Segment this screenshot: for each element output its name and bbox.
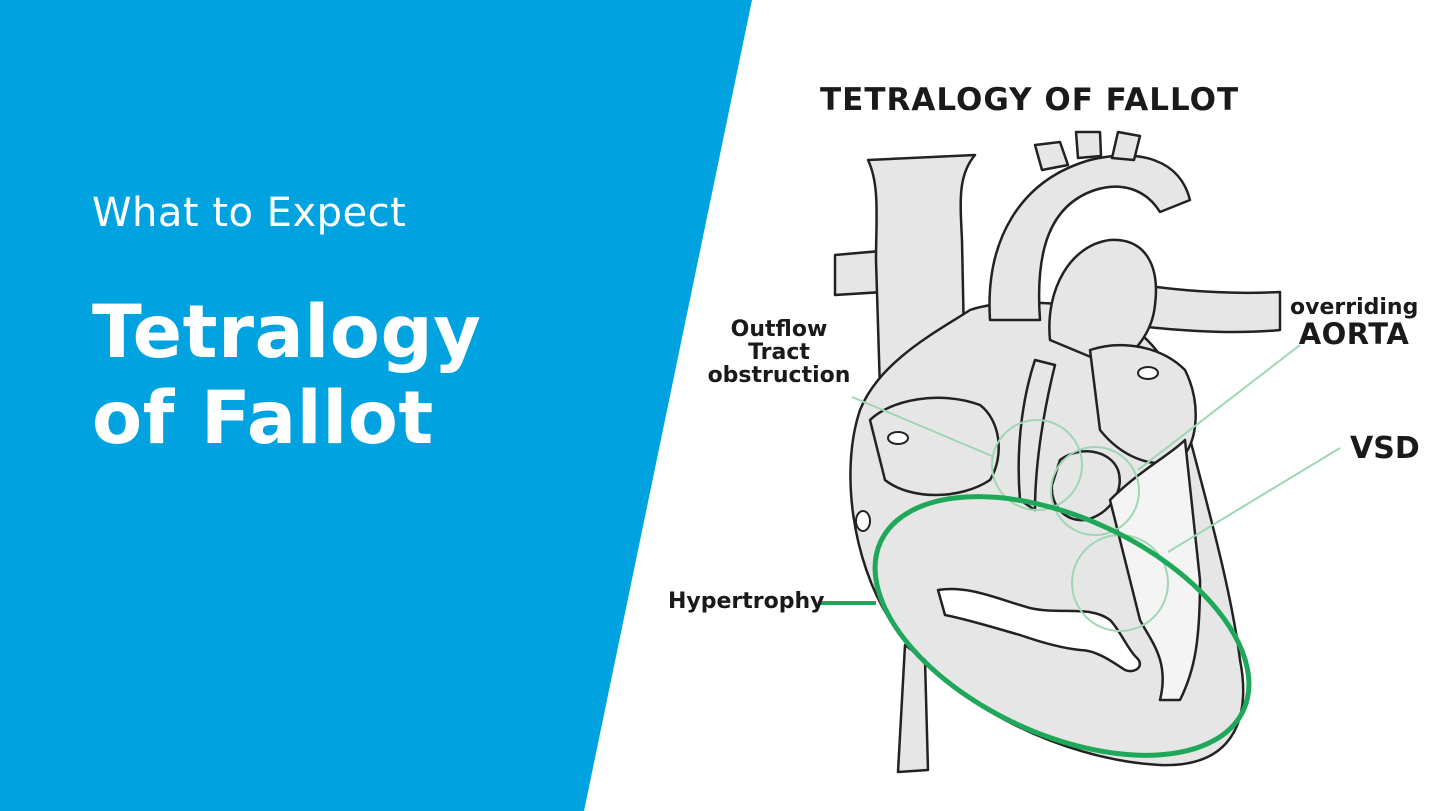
heart-diagram: [818, 130, 1341, 774]
valve-right: [1137, 366, 1159, 380]
left-atrium: [1088, 344, 1197, 465]
kicker-text: What to Expect: [92, 190, 407, 236]
aorta-branch-2: [1074, 130, 1103, 160]
headline-line-2: of Fallot: [92, 376, 434, 461]
label-overriding-aorta: overriding AORTA: [1290, 296, 1418, 350]
diagram-title: TETRALOGY OF FALLOT: [820, 82, 1240, 118]
outflow-line-3: obstruction: [707, 363, 851, 389]
label-hypertrophy: Hypertrophy: [668, 589, 825, 614]
hypertrophy-highlight-ellipse: [872, 494, 1252, 758]
label-outflow-tract: Outflow Tract obstruction: [704, 318, 854, 387]
outflow-callout-circle: [991, 419, 1083, 511]
outflow-leader: [851, 396, 993, 457]
overriding-line-2: AORTA: [1298, 317, 1410, 352]
outflow-line-1: Outflow: [730, 317, 828, 342]
overriding-line-1: overriding: [1290, 295, 1419, 320]
headline-line-1: Tetralogy: [92, 290, 482, 375]
valve-lower: [855, 510, 871, 532]
outflow-line-2: Tract: [748, 340, 810, 366]
aorta-leader: [1137, 344, 1301, 471]
label-vsd: VSD: [1350, 431, 1420, 466]
overriding-aorta-callout-circle: [1050, 446, 1140, 536]
page-headline: Tetralogy of Fallot: [92, 290, 481, 462]
left-ventricle-wall: [1108, 438, 1202, 702]
aorta-branch-1: [1033, 140, 1070, 172]
right-atrium: [868, 396, 1000, 497]
vsd-leader: [1167, 447, 1341, 553]
valve-left: [887, 431, 909, 445]
hypertrophied-muscle: [936, 587, 1142, 673]
aortic-arch: [988, 154, 1192, 322]
aorta-branch-3: [1110, 130, 1142, 162]
